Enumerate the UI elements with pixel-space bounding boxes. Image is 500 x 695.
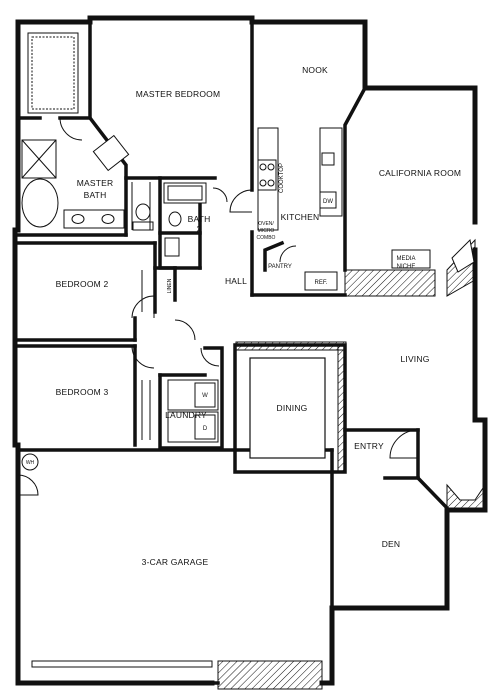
label-master-bath-line1: MASTER xyxy=(77,178,114,188)
label-dining: DINING xyxy=(277,403,308,413)
label-kitchen: KITCHEN xyxy=(281,212,320,222)
room-labels: MASTER BEDROOM NOOK CALIFORNIA ROOM MAST… xyxy=(26,65,461,567)
garage-door xyxy=(31,660,323,690)
label-entry: ENTRY xyxy=(354,441,384,451)
label-california-room: CALIFORNIA ROOM xyxy=(379,168,461,178)
interior-walls xyxy=(16,20,450,610)
label-laundry: LAUNDRY xyxy=(165,410,207,420)
label-master-bedroom: MASTER BEDROOM xyxy=(136,89,221,99)
label-dryer: D xyxy=(203,426,208,432)
label-cooktop: COOKTOP xyxy=(279,163,285,193)
fixtures xyxy=(21,32,475,471)
label-bedroom-2: BEDROOM 2 xyxy=(56,279,109,289)
label-dw: DW xyxy=(323,199,333,205)
doors xyxy=(17,117,419,496)
label-living: LIVING xyxy=(400,354,429,364)
label-bedroom-3: BEDROOM 3 xyxy=(56,387,109,397)
label-nook: NOOK xyxy=(302,65,328,75)
label-oven-line2: MICRO xyxy=(258,228,275,234)
label-master-bath-line2: BATH xyxy=(84,190,107,200)
label-ref: REF. xyxy=(314,280,327,286)
label-bath2-line2: 2 xyxy=(197,224,202,234)
label-oven-line3: COMBO xyxy=(257,235,276,241)
label-water-heater: WH xyxy=(26,460,35,466)
label-garage: 3-CAR GARAGE xyxy=(142,557,209,567)
label-bath2-line1: BATH xyxy=(188,214,211,224)
label-hall: HALL xyxy=(225,276,247,286)
label-pantry: PANTRY xyxy=(268,264,292,270)
label-oven-line1: OVEN/ xyxy=(258,221,274,227)
label-media-niche-line2: NICHE xyxy=(397,264,416,270)
label-linen: LINEN xyxy=(167,278,173,293)
label-washer: W xyxy=(202,393,208,399)
label-den: DEN xyxy=(382,539,401,549)
label-media-niche-line1: MEDIA xyxy=(396,256,415,262)
